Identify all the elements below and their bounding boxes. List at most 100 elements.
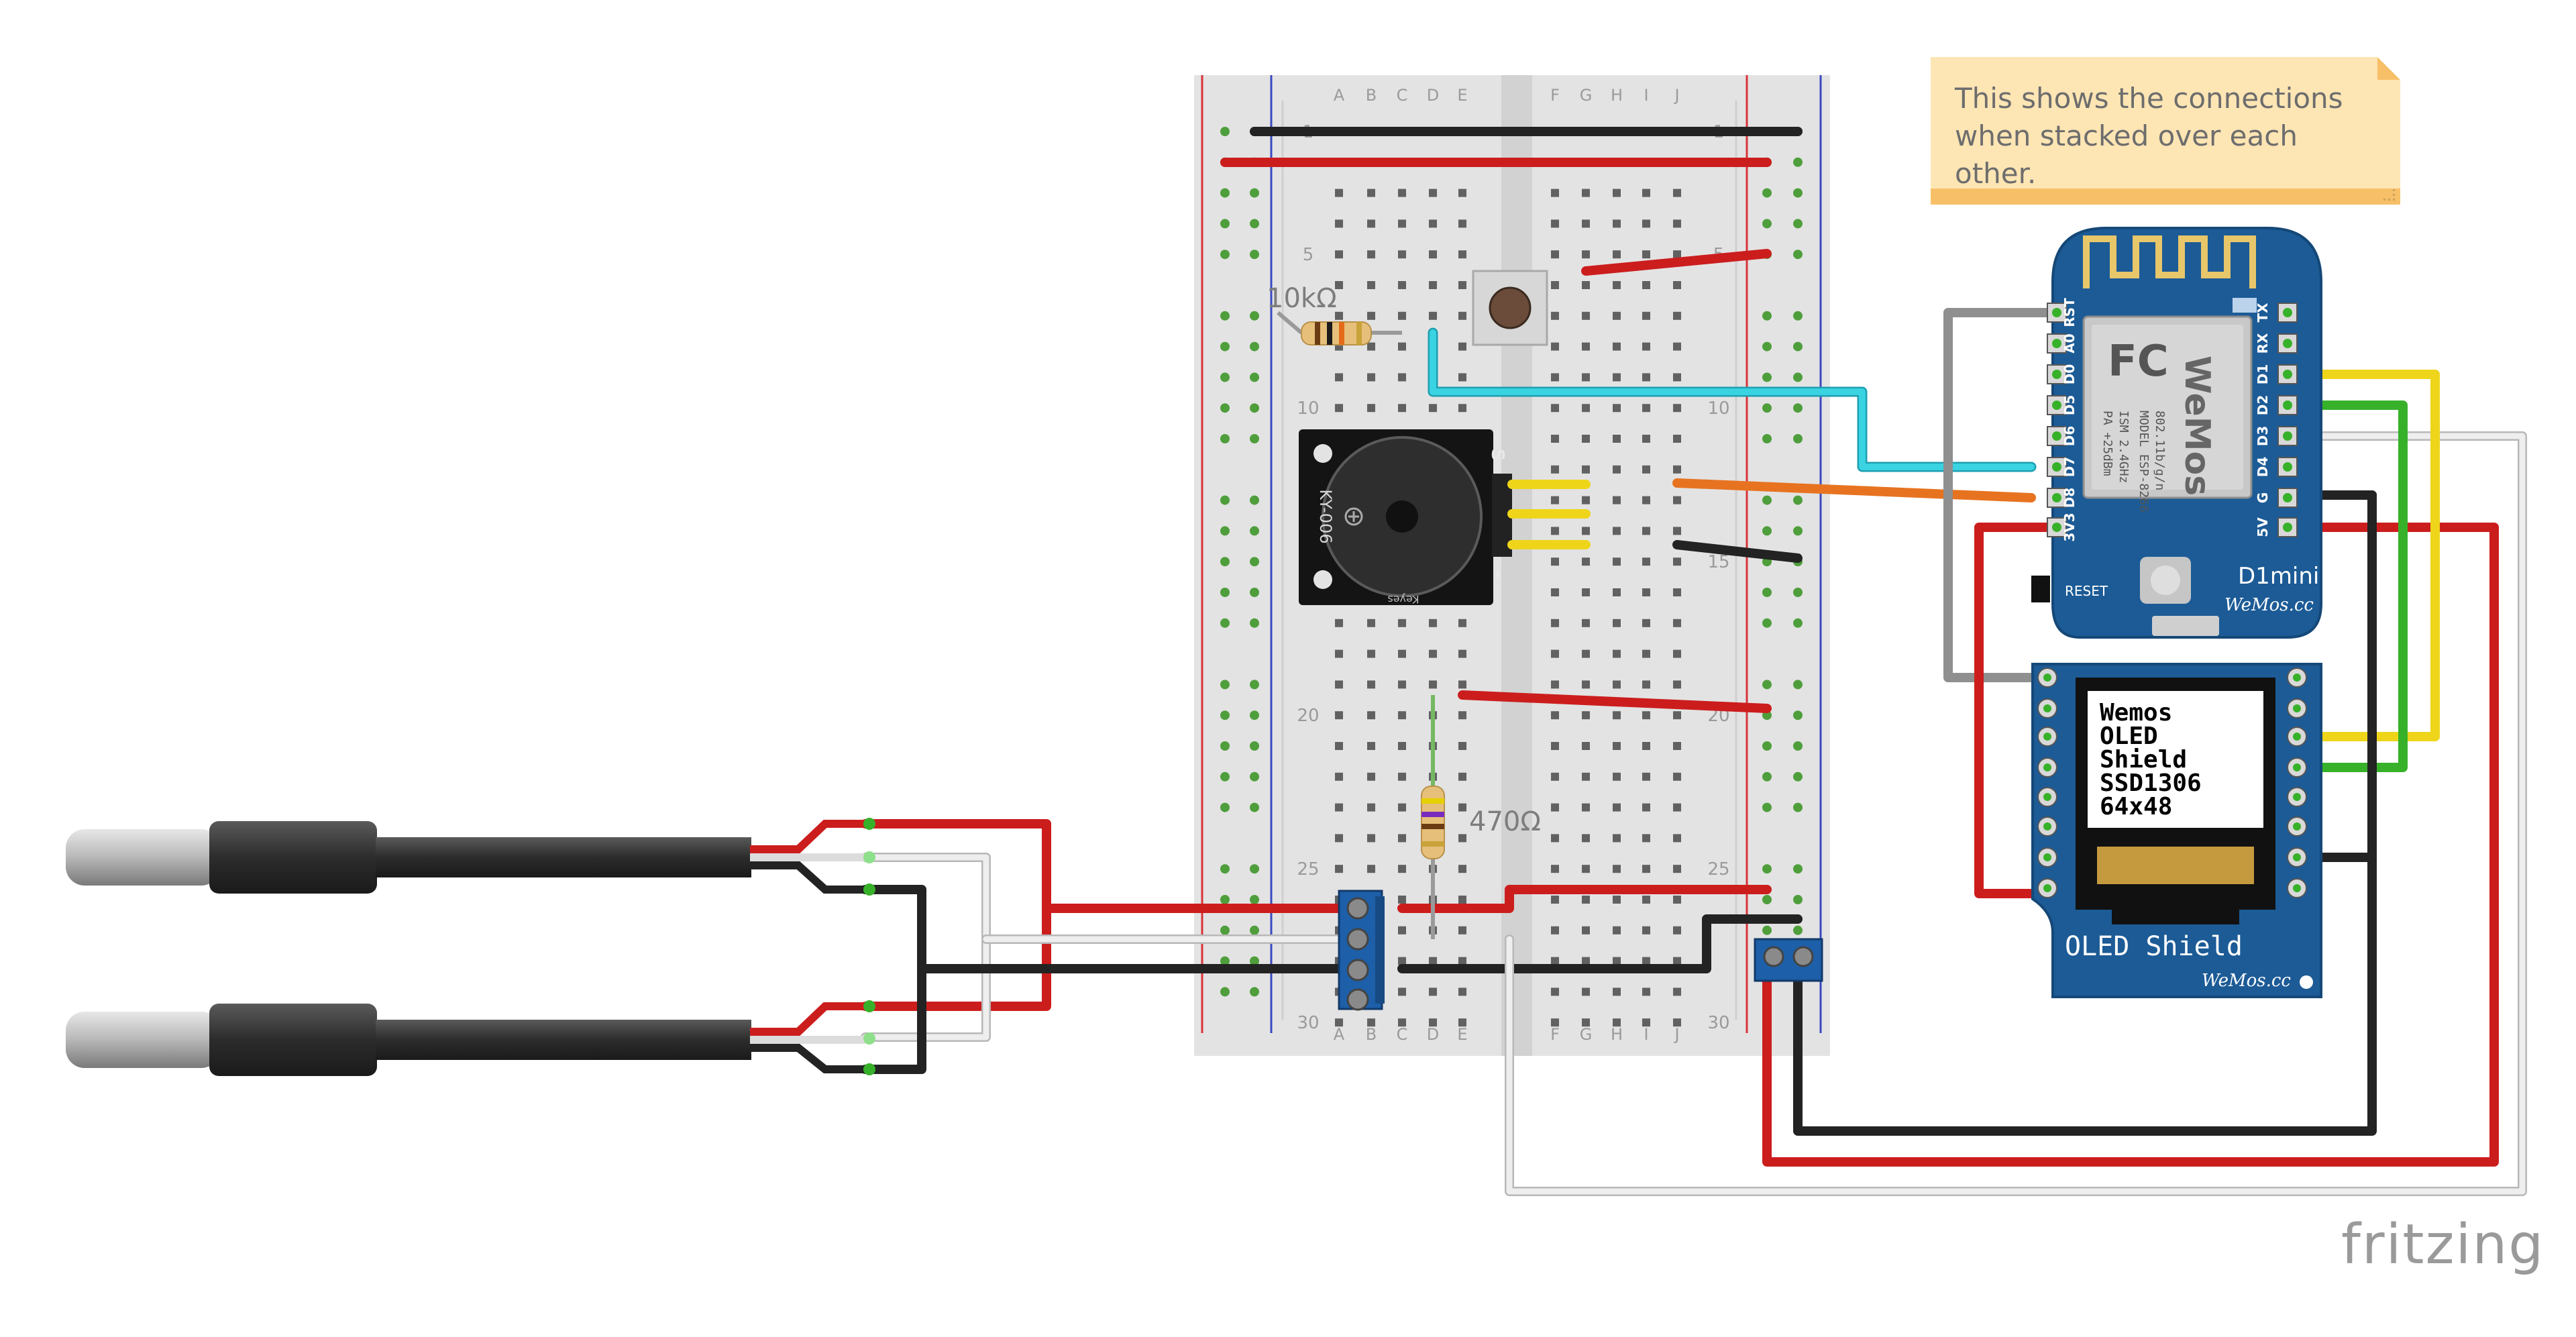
column-label: G <box>1580 1025 1593 1044</box>
column-label: G <box>1580 86 1593 105</box>
fc-mark: FC <box>2108 337 2169 386</box>
column-label: I <box>1644 86 1648 105</box>
esp-model: MODEL ESP-8266 <box>2137 411 2151 513</box>
reset-label: RESET <box>2065 583 2108 599</box>
wemos-pin-label: D1 <box>2255 364 2271 385</box>
esp-spec2: PA +25dBm <box>2100 411 2114 476</box>
wemos-pin-label: D5 <box>2061 395 2078 416</box>
wire-data-d3 <box>1506 433 2526 1195</box>
buzzer-module: KY-006 Keyes S - <box>1299 429 1591 606</box>
wemos-pin-label: A0 <box>2061 333 2078 353</box>
wemos-pin-label: 3V3 <box>2061 513 2078 541</box>
wire-buzzer-d8 <box>1672 478 2036 502</box>
oled-screen <box>2088 691 2263 828</box>
oled-label: OLED Shield <box>2065 931 2243 962</box>
note-line-2: when stacked over each other. <box>1955 119 2298 190</box>
probe-wire-ends <box>863 818 875 1075</box>
wires <box>861 127 2527 1196</box>
row-label: 15 <box>1707 552 1729 572</box>
wemos-pin-label: D7 <box>2061 457 2078 478</box>
wemos-d1-mini: FC MODEL ESP-8266 ISM 2.4GHz PA +25dBm 8… <box>2031 227 2322 639</box>
wire-button-vcc <box>1581 249 1772 276</box>
board-name: D1mini <box>2238 563 2319 590</box>
oled-screen-line: Wemos <box>2100 699 2172 727</box>
column-label: J <box>1673 1025 1679 1044</box>
wire-5v <box>1762 523 2499 1167</box>
column-label: I <box>1644 1025 1648 1044</box>
wire-d1-stack <box>2292 370 2440 741</box>
wemos-pin-label: RX <box>2255 333 2271 354</box>
esp-spec1: ISM 2.4GHz <box>2116 411 2131 483</box>
row-label: 30 <box>1707 1013 1729 1033</box>
wire-rst-stack <box>1943 308 2052 682</box>
wemos-pin-label: D4 <box>2255 457 2271 478</box>
row-label: 10 <box>1297 398 1319 419</box>
resistor-10k <box>1277 311 1402 345</box>
column-label: C <box>1397 1025 1408 1044</box>
wire-3v3-stack <box>1974 523 2052 898</box>
fritzing-watermark: fritzing <box>2341 1213 2545 1277</box>
temperature-probe-1 <box>66 820 865 894</box>
note-line-1: This shows the connections <box>1955 82 2343 115</box>
wire-row20-vcc <box>1458 690 1772 713</box>
buzzer-pin-minus-label: - <box>1487 570 1510 578</box>
buzzer-model-label: KY-006 <box>1316 489 1335 543</box>
reset-button[interactable] <box>2031 576 2050 602</box>
wemos-pin-label: D2 <box>2255 395 2271 416</box>
wire-buzzer-gnd <box>1672 540 1803 563</box>
temperature-probe-2 <box>66 1002 865 1076</box>
esp-spec3: 802.11b/g/n <box>2153 411 2167 490</box>
column-label: E <box>1457 86 1467 105</box>
row-label: 30 <box>1297 1013 1319 1033</box>
resistor-10k-label: 10kΩ <box>1267 283 1337 314</box>
oled-right-pins <box>2287 667 2307 898</box>
button-cap[interactable] <box>1489 286 1532 329</box>
column-label: B <box>1366 1025 1377 1044</box>
column-label: B <box>1366 86 1377 105</box>
wire-probe-gnd-black <box>861 885 926 1074</box>
wemos-antenna <box>2083 235 2256 288</box>
column-label: F <box>1550 1025 1560 1044</box>
column-label: J <box>1673 86 1679 105</box>
resistor-470-label: 470Ω <box>1469 806 1541 837</box>
column-label: D <box>1427 1025 1439 1044</box>
wire-terminal-gnd <box>1397 914 1803 973</box>
wemos-pin-label: G <box>2255 492 2271 503</box>
column-label: H <box>1611 1025 1623 1044</box>
oled-screen-line: 64x48 <box>2100 793 2172 820</box>
column-label: A <box>1334 86 1345 105</box>
resize-handle[interactable] <box>2383 189 2395 201</box>
wire-button-d7 <box>1430 329 2035 470</box>
wire-d2-stack <box>2292 400 2408 772</box>
wire-pullup-vcc <box>1397 885 1772 913</box>
wemos-pin-label: RST <box>2061 298 2078 327</box>
wemos-pin-label: D6 <box>2061 426 2078 447</box>
terminal-block-right <box>1754 938 1823 982</box>
column-label: F <box>1550 86 1560 105</box>
column-label: H <box>1611 86 1623 105</box>
sticky-note: This shows the connections when stacked … <box>1931 57 2400 205</box>
wemos-pin-label: TX <box>2255 303 2271 323</box>
push-button[interactable] <box>1472 270 1548 346</box>
oled-brand: WeMos.cc <box>2202 971 2291 991</box>
column-label: A <box>1334 1025 1345 1044</box>
oled-left-pins <box>2037 667 2057 898</box>
wemos-pin-label: D0 <box>2061 364 2078 385</box>
row-label: 10 <box>1707 398 1729 419</box>
row-label: 25 <box>1707 859 1729 879</box>
wemos-brand: WeMos.cc <box>2224 595 2314 615</box>
wemos-logo: WeMos <box>2177 356 2217 496</box>
terminal-block-left <box>1338 890 1385 1011</box>
column-label: E <box>1457 1025 1467 1044</box>
wire-probe1-red <box>861 819 1348 913</box>
wemos-pin-label: D8 <box>2061 488 2078 509</box>
buzzer-brand: Keyes <box>1387 593 1419 606</box>
buzzer-pin-s-label: S <box>1487 449 1507 462</box>
column-label: D <box>1427 86 1439 105</box>
usb-port <box>2152 616 2219 636</box>
row-label: 5 <box>1303 245 1314 265</box>
